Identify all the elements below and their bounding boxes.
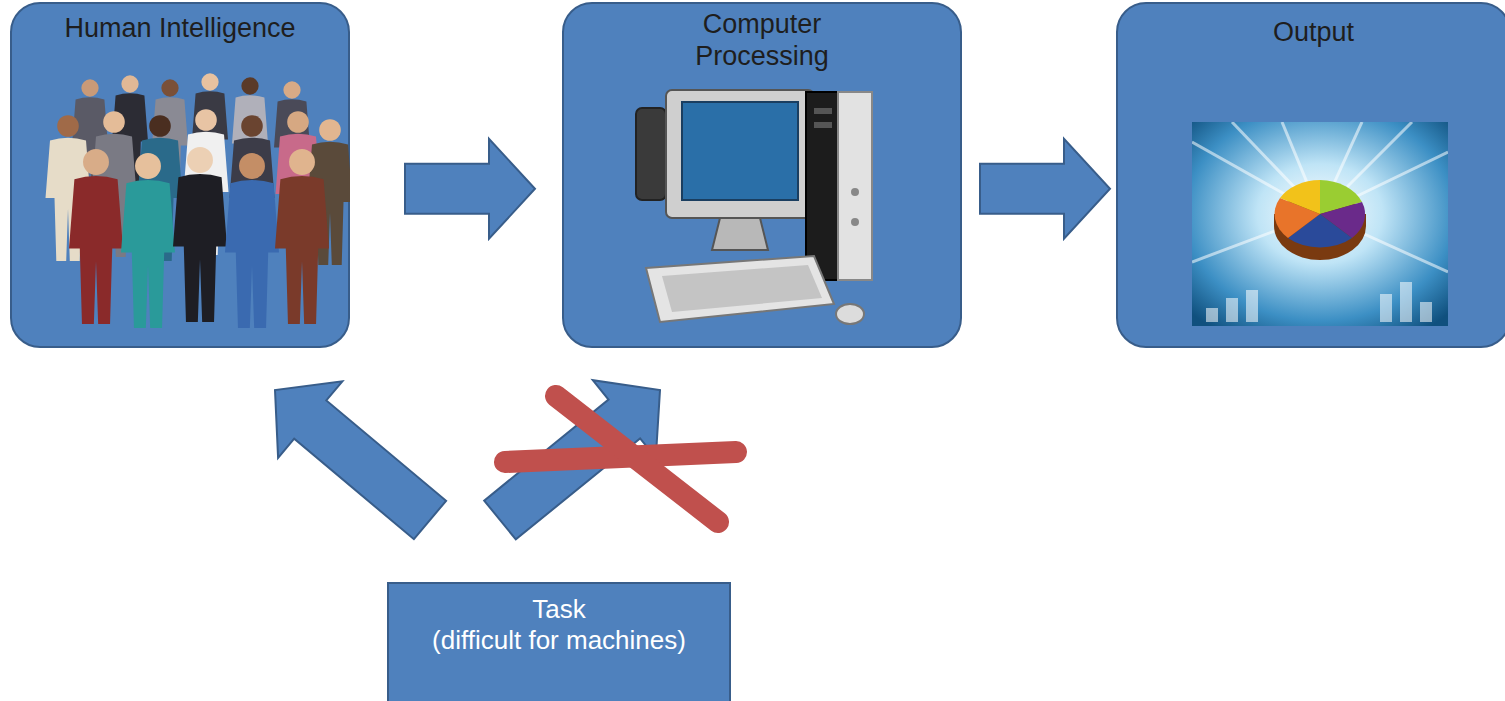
task-box: Task(difficult for machines) [387, 582, 731, 701]
box-title: Output [1164, 16, 1464, 48]
box-title: Human Intelligence [30, 12, 330, 44]
box-title: Computer Processing [652, 8, 872, 73]
chart-illustration [1192, 122, 1448, 326]
block-arrow [405, 139, 535, 239]
people-illustration [30, 48, 350, 346]
task-label: (difficult for machines) [399, 625, 719, 656]
computer-illustration [628, 72, 890, 334]
block-arrow [275, 381, 446, 539]
block-arrow [980, 139, 1110, 239]
task-label: Task [399, 594, 719, 625]
